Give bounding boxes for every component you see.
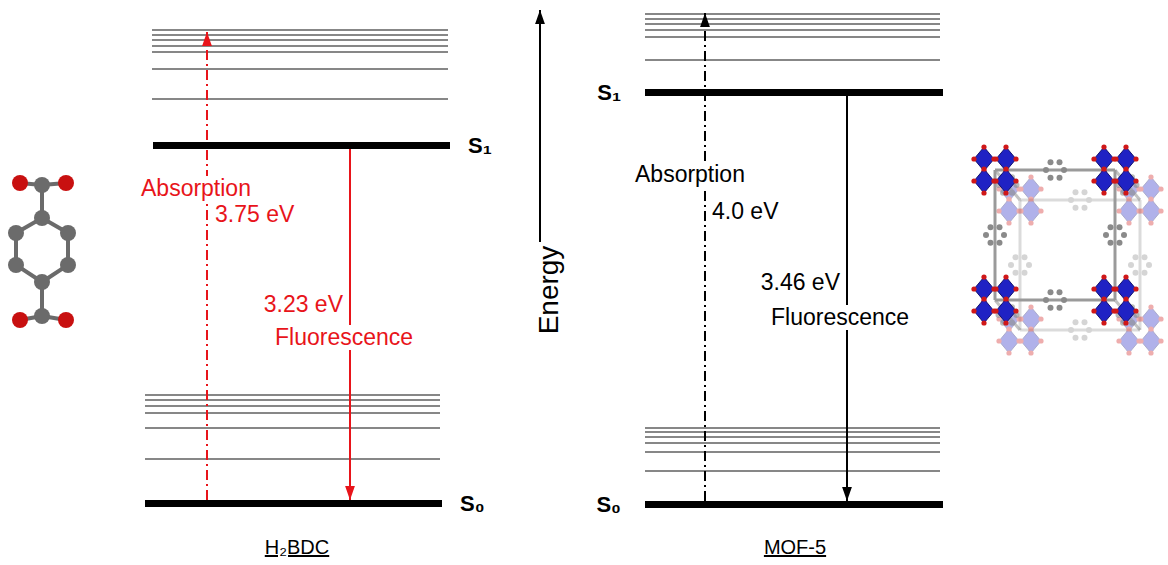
vibrational-level	[645, 470, 940, 471]
zn-cluster	[1091, 144, 1138, 195]
axis-label: Energy	[534, 245, 565, 336]
vibrational-level	[152, 39, 448, 40]
vibrational-level	[145, 405, 440, 406]
vibrational-level	[645, 442, 940, 443]
vibrational-level	[152, 68, 448, 69]
bdc-linker	[995, 170, 1020, 200]
vibrational-level	[645, 59, 940, 60]
vibrational-level	[645, 29, 940, 30]
annotation: 3.23 eV	[263, 292, 344, 317]
bdc-linker	[1115, 300, 1140, 330]
vibrational-level	[145, 394, 440, 395]
annotation: 3.46 eV	[760, 270, 841, 295]
panel-caption: H₂BDC	[264, 536, 330, 558]
absorption-arrow	[206, 32, 208, 500]
bdc-linker	[995, 300, 1020, 330]
vibrational-level	[645, 427, 940, 428]
annotation: Absorption	[634, 162, 746, 187]
panel-caption: MOF-5	[763, 536, 827, 558]
annotation: Fluorescence	[274, 325, 414, 350]
energy-level: S₀	[145, 500, 442, 507]
terephthalic-acid-molecule	[8, 175, 76, 328]
vibrational-levels	[145, 14, 940, 471]
vibrational-level	[645, 36, 940, 37]
zn-cluster	[971, 274, 1018, 325]
vibrational-level	[152, 51, 448, 52]
energy-level: S₁	[645, 89, 943, 96]
vibrational-level	[145, 399, 440, 400]
vibrational-level	[152, 29, 448, 30]
vibrational-level	[645, 23, 940, 24]
mof-5-framework	[971, 144, 1163, 355]
vibrational-level	[152, 45, 448, 46]
vibrational-level	[645, 451, 940, 452]
vibrational-level	[145, 458, 440, 459]
vibrational-level	[145, 412, 440, 413]
vibrational-level	[645, 13, 940, 14]
zn-cluster	[971, 144, 1018, 195]
annotation: Fluorescence	[770, 305, 910, 330]
energy-level: S₀	[645, 501, 943, 508]
annotation: Absorption	[140, 176, 252, 201]
annotation: 3.75 eV	[214, 202, 295, 227]
vibrational-level	[152, 34, 448, 35]
vibrational-level	[645, 436, 940, 437]
energy-level: S₁	[153, 142, 450, 149]
state-label: S₀	[460, 491, 485, 515]
fluorescence-arrow	[846, 96, 848, 501]
annotation: 4.0 eV	[711, 199, 780, 224]
energy-axis	[539, 10, 541, 242]
vibrational-level	[152, 98, 448, 99]
state-label: S₁	[468, 133, 492, 157]
state-label: S₀	[596, 492, 621, 516]
absorption-arrow	[704, 13, 706, 501]
vibrational-level	[645, 431, 940, 432]
zn-cluster	[1091, 274, 1138, 325]
state-label: S₁	[597, 80, 621, 104]
bdc-linker	[1115, 170, 1140, 200]
vibrational-level	[145, 427, 440, 428]
vibrational-level	[645, 18, 940, 19]
